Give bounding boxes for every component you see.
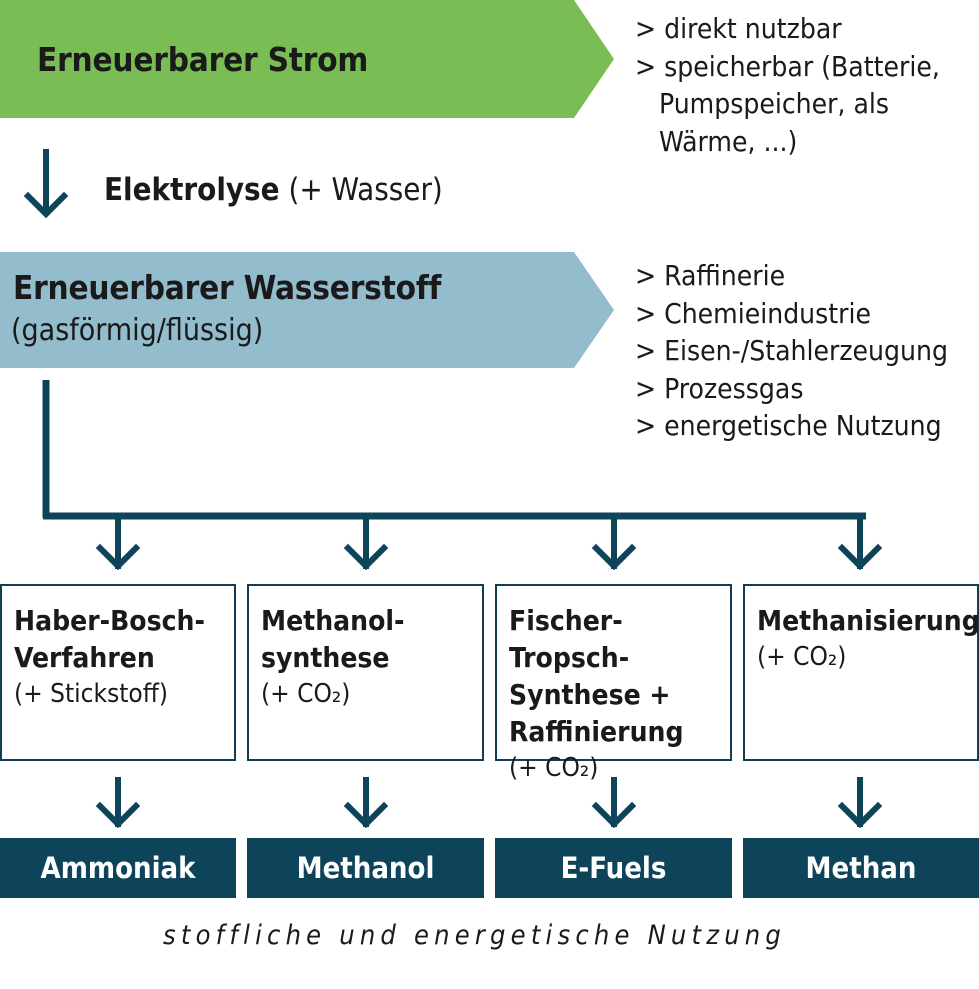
wasserstoff-use-item: > Chemieindustrie: [635, 296, 872, 330]
process-box-haber-bosch: Haber-Bosch- Verfahren (+ Stickstoff): [0, 584, 236, 761]
process-name: Haber-Bosch- Verfahren: [14, 604, 205, 674]
process-box-fischer-tropsch: Fischer-Tropsch- Synthese + Raffinierung…: [495, 584, 732, 783]
strom-banner-shape: [0, 0, 614, 118]
strom-use-item: Wärme, ...): [635, 124, 798, 158]
process-box-methanisierung: Methanisierung (+ CO₂): [743, 584, 979, 761]
process-name: Fischer-Tropsch- Synthese + Raffinierung: [509, 604, 684, 748]
elektrolyse-label: Elektrolyse (+ Wasser): [104, 172, 443, 208]
strom-uses-list: > direkt nutzbar > speicherbar (Batterie…: [635, 10, 940, 160]
process-input: (+ Stickstoff): [14, 679, 168, 709]
process-name: Methanisierung: [757, 604, 979, 637]
process-input: (+ CO₂): [757, 642, 847, 672]
product-arrows: [95, 777, 883, 829]
wasserstoff-banner-shape: [0, 252, 614, 368]
wasserstoff-use-item: > Prozessgas: [635, 371, 804, 405]
wasserstoff-title: Erneuerbarer Wasserstoff: [13, 268, 442, 307]
product-e-fuels: E-Fuels: [495, 838, 732, 898]
process-box-methanolsynthese: Methanol- synthese (+ CO₂): [247, 584, 484, 761]
product-methanol: Methanol: [247, 838, 484, 898]
wasserstoff-subtitle: (gasförmig/flüssig): [11, 313, 264, 348]
process-input: (+ CO₂): [261, 679, 351, 709]
footer-caption: stoffliche und energetische Nutzung: [163, 920, 787, 951]
process-arrows: [95, 515, 883, 571]
strom-use-item: > direkt nutzbar: [635, 12, 842, 45]
wasserstoff-use-item: > Eisen-/Stahlerzeugung: [635, 334, 948, 367]
process-name: Methanol- synthese: [261, 604, 405, 674]
elektrolyse-arrow-icon: [23, 149, 69, 219]
product-methan: Methan: [743, 838, 979, 898]
wasserstoff-use-item: > Raffinerie: [635, 259, 786, 292]
elektrolyse-input: (+ Wasser): [279, 172, 443, 208]
strom-use-item: > speicherbar (Batterie,: [635, 49, 940, 83]
process-input: (+ CO₂): [509, 753, 599, 783]
strom-title: Erneuerbarer Strom: [37, 40, 369, 79]
distribution-lines: [42, 380, 866, 520]
elektrolyse-name: Elektrolyse: [104, 172, 280, 208]
wasserstoff-use-item: > energetische Nutzung: [635, 409, 942, 442]
product-ammoniak: Ammoniak: [0, 838, 236, 898]
strom-use-item: Pumpspeicher, als: [635, 87, 890, 120]
wasserstoff-uses-list: > Raffinerie > Chemieindustrie > Eisen-/…: [635, 257, 948, 445]
